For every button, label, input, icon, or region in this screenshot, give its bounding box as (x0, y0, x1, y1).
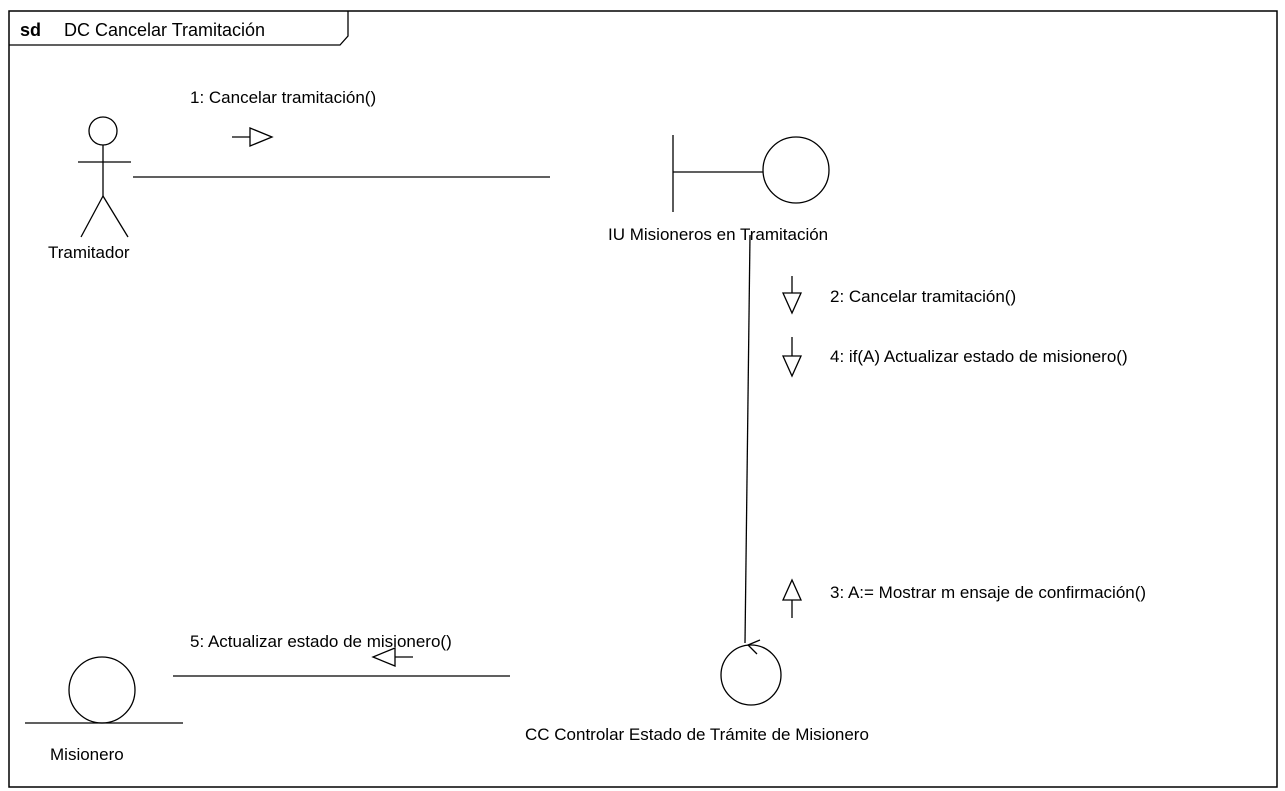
frame-title: DC Cancelar Tramitación (64, 20, 265, 40)
actor-tramitador[interactable]: Tramitador (48, 116, 131, 262)
diagram-frame (8, 10, 1278, 788)
message-1: 1: Cancelar tramitación() (190, 88, 376, 147)
link-boundary-control (744, 234, 751, 644)
boundary-circle (762, 136, 830, 204)
message-1-arrow (232, 127, 274, 147)
frame-keyword: sd (20, 20, 41, 40)
message-3: 3: A:= Mostrar m ensaje de confirmación(… (781, 578, 1146, 618)
message-5-label: 5: Actualizar estado de misionero() (190, 632, 452, 651)
message-2-arrow (781, 276, 803, 315)
actor-left-leg (80, 195, 104, 238)
message-5-arrow (371, 647, 413, 667)
message-4-arrow (781, 337, 803, 378)
actor-label: Tramitador (48, 243, 130, 262)
control-label: CC Controlar Estado de Trámite de Mision… (525, 725, 869, 744)
frame-label-tab (9, 11, 349, 46)
actor-right-leg (102, 195, 129, 238)
message-1-label: 1: Cancelar tramitación() (190, 88, 376, 107)
message-4-label: 4: if(A) Actualizar estado de misionero(… (830, 347, 1128, 366)
message-2-label: 2: Cancelar tramitación() (830, 287, 1016, 306)
entity-misionero[interactable]: Misionero (25, 656, 183, 764)
boundary-label: IU Misioneros en Tramitación (608, 225, 828, 244)
message-3-label: 3: A:= Mostrar m ensaje de confirmación(… (830, 583, 1146, 602)
boundary-iu-misioneros[interactable] (672, 135, 830, 212)
entity-circle (68, 656, 136, 724)
message-4: 4: if(A) Actualizar estado de misionero(… (781, 337, 1128, 378)
message-3-arrow (781, 578, 803, 618)
control-arrowhead (746, 639, 761, 655)
message-2: 2: Cancelar tramitación() (781, 276, 1016, 315)
control-circle (720, 644, 782, 706)
entity-label: Misionero (50, 745, 124, 764)
control-cc-controlar[interactable] (720, 639, 782, 706)
message-5: 5: Actualizar estado de misionero() (190, 632, 452, 667)
actor-head (88, 116, 118, 146)
